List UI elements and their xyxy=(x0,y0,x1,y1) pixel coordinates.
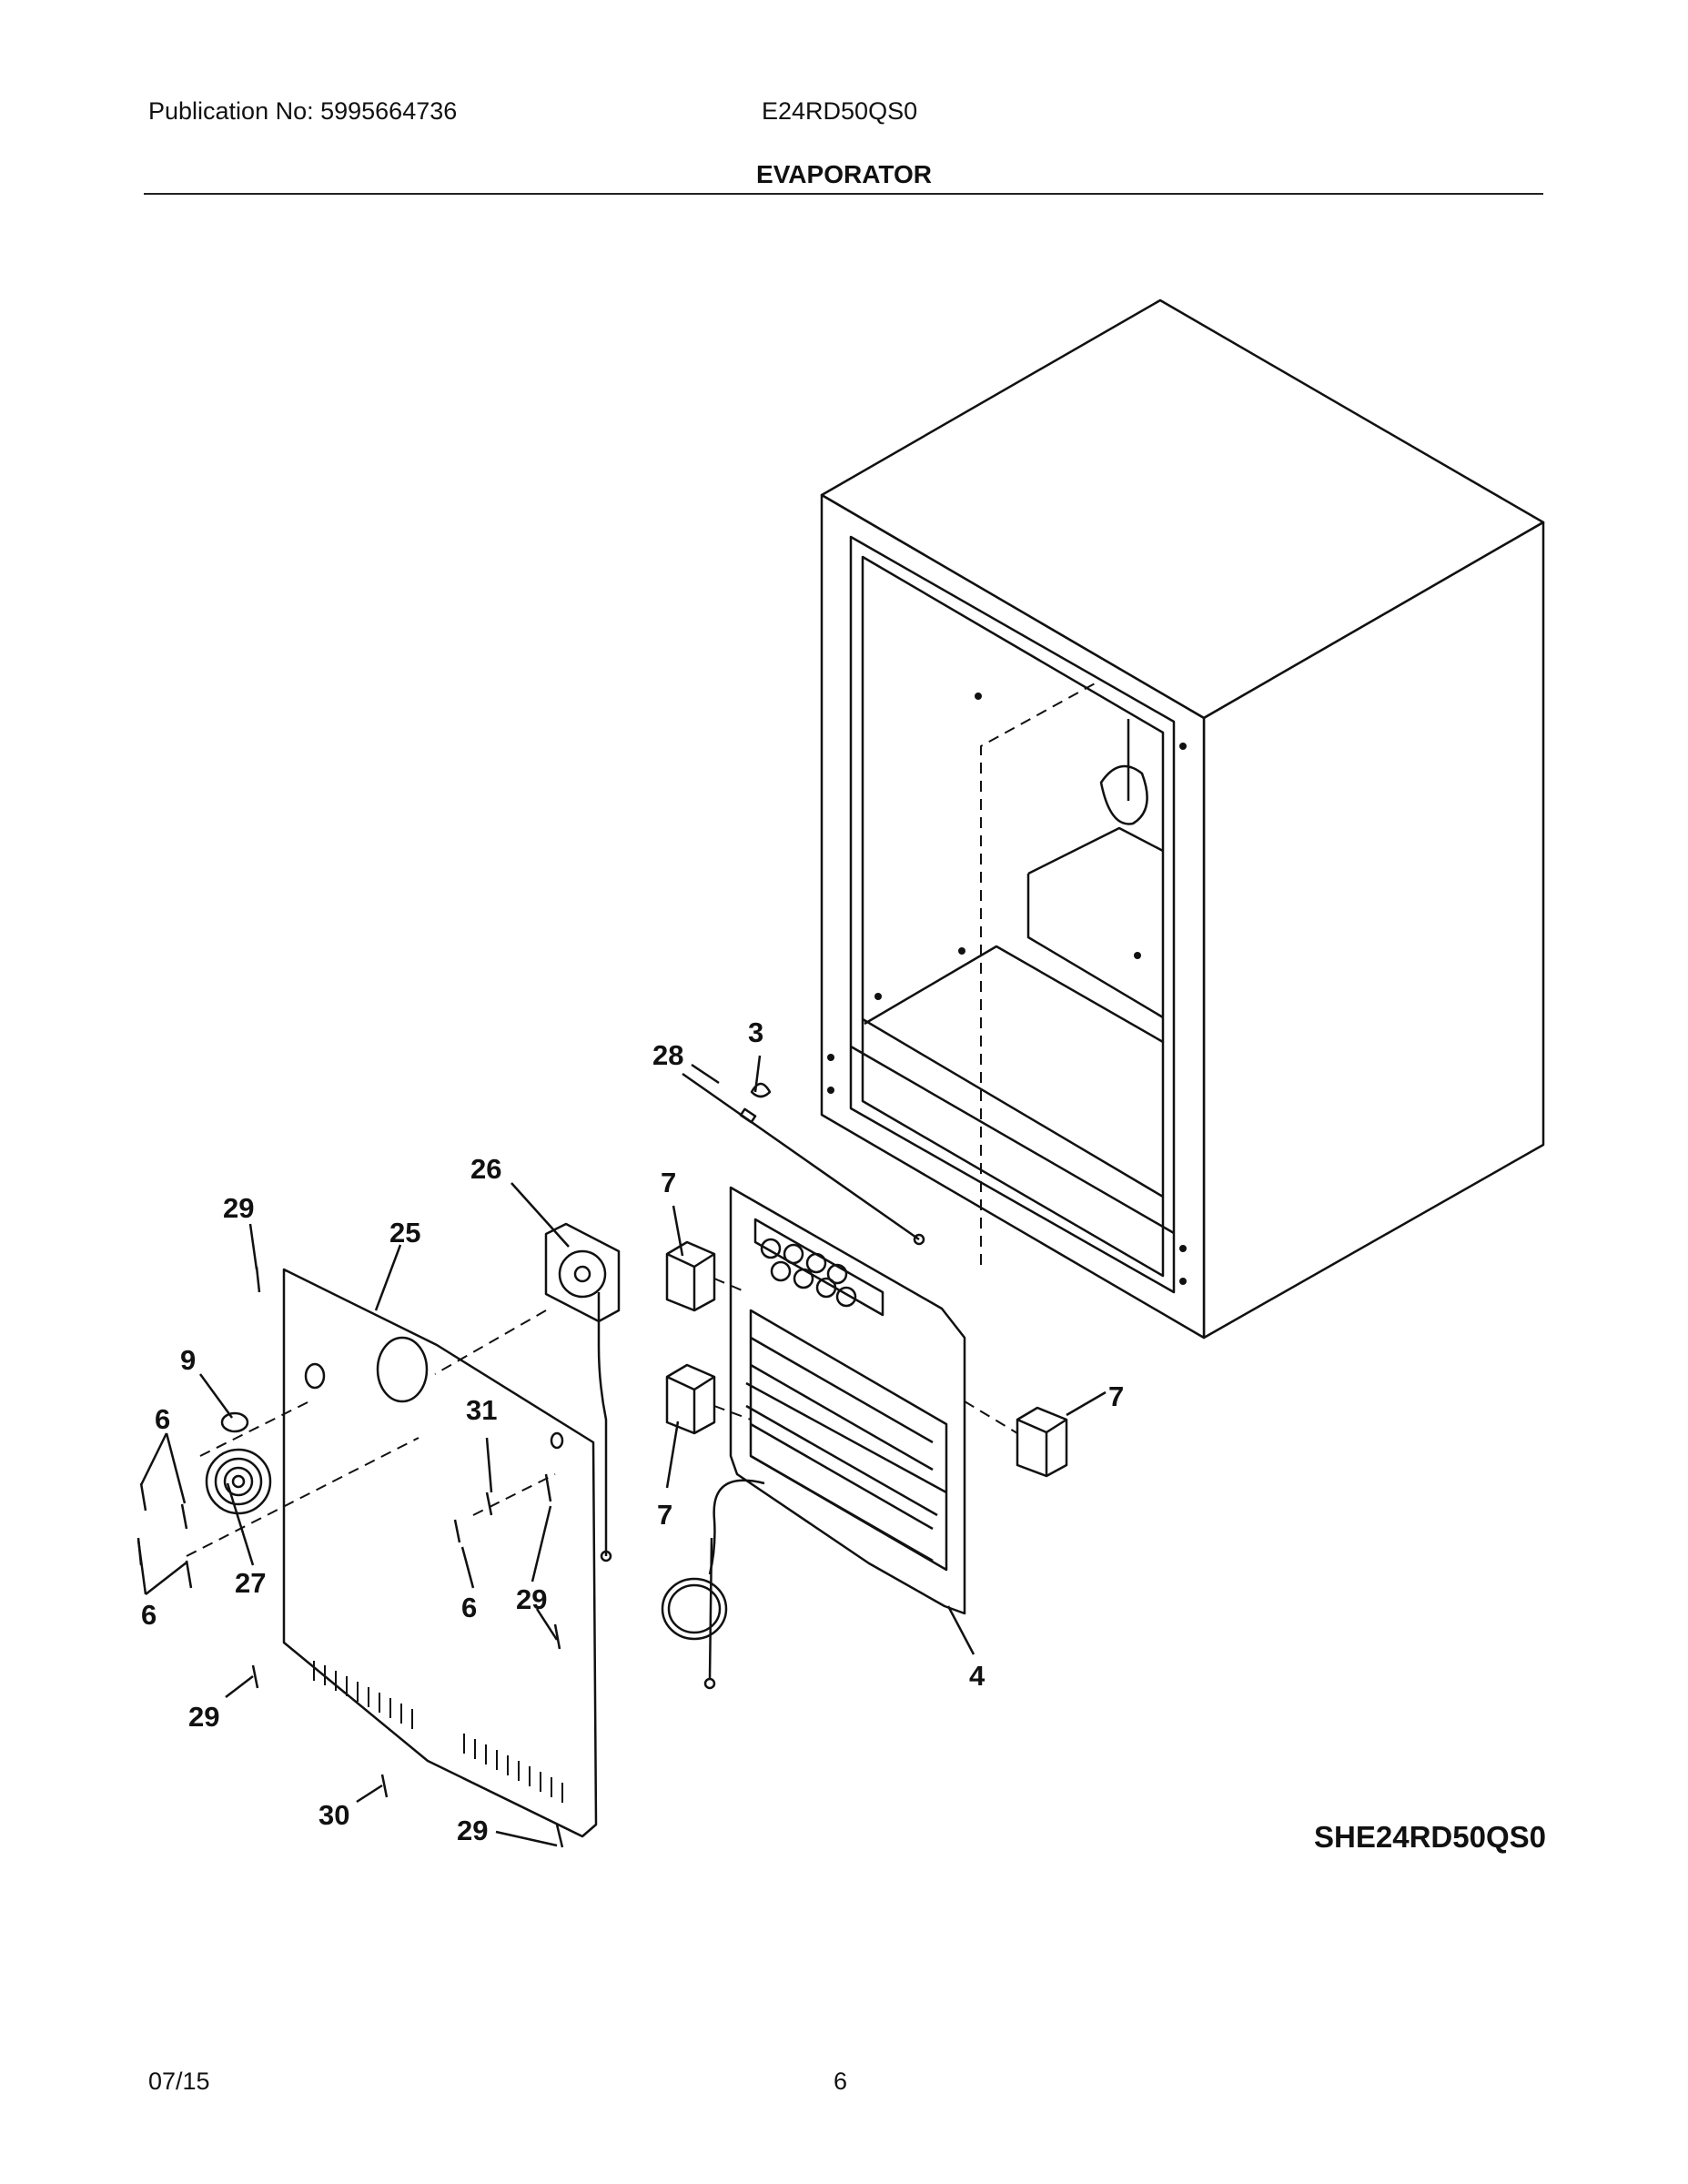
callout-7-bottom: 7 xyxy=(657,1499,672,1531)
callout-26: 26 xyxy=(470,1153,501,1185)
model-number: E24RD50QS0 xyxy=(762,97,918,125)
callout-29-center: 29 xyxy=(516,1583,547,1615)
insulation-block-b xyxy=(665,1363,716,1435)
footer-date: 07/15 xyxy=(148,2068,210,2095)
grommet xyxy=(220,1411,249,1433)
evaporator-plate xyxy=(729,1186,966,1615)
diagram-code: SHE24RD50QS0 xyxy=(1314,1820,1546,1854)
callout-6-left-top: 6 xyxy=(155,1403,170,1435)
callout-3: 3 xyxy=(748,1016,763,1048)
leader-lines xyxy=(136,1055,1107,1847)
cabinet-screw-holes xyxy=(827,693,1187,1285)
insulation-block-c xyxy=(1016,1406,1068,1478)
assembly-lines xyxy=(186,682,1097,1557)
page-number: 6 xyxy=(834,2068,848,2095)
callout-28: 28 xyxy=(652,1039,683,1071)
section-title: EVAPORATOR xyxy=(756,160,932,188)
callout-29-lower-left: 29 xyxy=(188,1701,219,1733)
header-rule xyxy=(144,193,1543,195)
callout-27: 27 xyxy=(235,1567,266,1599)
cabinet-body xyxy=(820,298,1545,1340)
callout-7-right: 7 xyxy=(1108,1380,1124,1412)
callout-9: 9 xyxy=(180,1344,196,1376)
callout-4: 4 xyxy=(969,1660,986,1692)
callout-30: 30 xyxy=(318,1799,349,1831)
sensor-cable xyxy=(661,1479,765,1690)
fan-guard xyxy=(205,1448,272,1515)
insulation-block-a xyxy=(665,1240,716,1312)
callout-6-center: 6 xyxy=(461,1592,477,1623)
heater-wire xyxy=(682,1072,925,1246)
publication-number: Publication No: 5995664736 xyxy=(148,97,458,125)
callout-31: 31 xyxy=(466,1394,497,1426)
evaporator-cover xyxy=(282,1268,598,1838)
callout-29-top: 29 xyxy=(223,1192,254,1224)
callout-25: 25 xyxy=(389,1217,420,1249)
callout-6-left-bottom: 6 xyxy=(141,1599,157,1631)
fan-motor xyxy=(544,1222,621,1562)
callout-7-top: 7 xyxy=(661,1167,676,1198)
callout-29-bottom: 29 xyxy=(457,1815,488,1846)
